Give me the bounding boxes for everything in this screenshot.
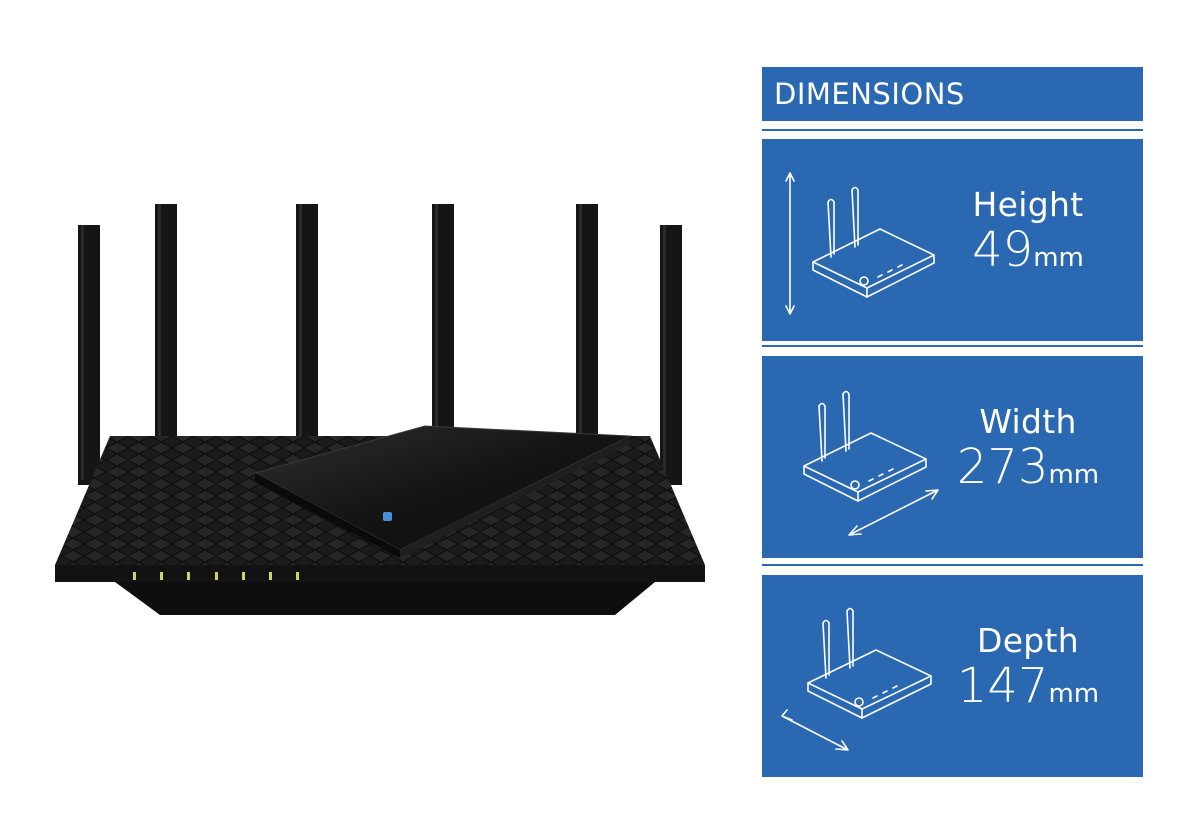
dimensions-title: DIMENSIONS: [774, 77, 965, 111]
antennas: [78, 204, 682, 494]
divider: [762, 564, 1143, 566]
height-panel: Height 49mm: [762, 139, 1143, 341]
width-value: 273: [956, 439, 1049, 495]
depth-text: Depth 147mm: [943, 621, 1113, 714]
width-text: Width 273mm: [943, 402, 1113, 495]
height-label: Height: [972, 185, 1084, 224]
divider: [762, 345, 1143, 347]
depth-label: Depth: [976, 621, 1079, 660]
router-logo-icon: [383, 512, 392, 521]
width-label: Width: [979, 402, 1077, 441]
depth-unit: mm: [1048, 679, 1100, 709]
height-text: Height 49mm: [943, 185, 1113, 278]
router-height-icon: [785, 172, 935, 315]
depth-value: 147: [956, 658, 1049, 714]
height-value: 49: [972, 222, 1034, 278]
router-product-image: [40, 190, 720, 630]
width-panel: Width 273mm: [762, 356, 1143, 558]
divider: [762, 129, 1143, 131]
router-illustration: [55, 204, 705, 615]
status-leds: [133, 572, 299, 580]
router-width-icon: [803, 390, 939, 536]
depth-panel: Depth 147mm: [762, 575, 1143, 777]
dimensions-header: DIMENSIONS: [762, 67, 1143, 121]
width-unit: mm: [1048, 460, 1100, 490]
router-depth-icon: [781, 607, 932, 751]
height-unit: mm: [1033, 243, 1084, 273]
